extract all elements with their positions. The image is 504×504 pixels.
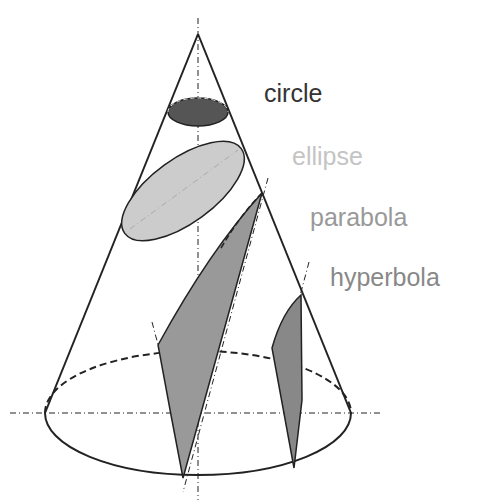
hyperbola-section <box>272 295 302 468</box>
section-label: parabola <box>310 204 407 232</box>
parabola-section <box>158 193 262 478</box>
section-label: circle <box>264 80 322 108</box>
circle-section <box>168 98 228 126</box>
section-label: hyperbola <box>330 264 440 292</box>
parabola-hidden-edge <box>220 193 262 250</box>
ellipse-axis <box>130 150 238 229</box>
hyperbola-plane-line <box>300 262 309 296</box>
circle-back <box>168 98 228 112</box>
section-label: ellipse <box>292 143 363 171</box>
